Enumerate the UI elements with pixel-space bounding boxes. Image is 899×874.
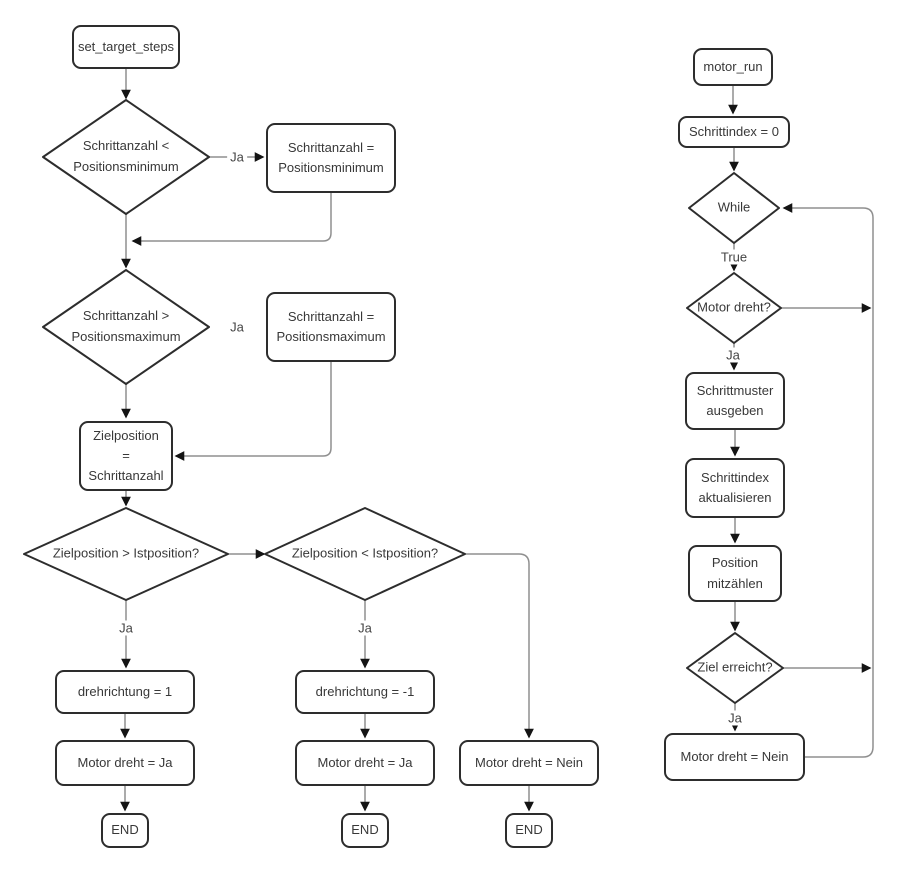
connector-process-min-merge [131,193,332,246]
decision-schrittanzahl-gt-maximum-shape [42,269,210,385]
connector-process-max-merge [174,362,332,461]
node-set-target-steps: set_target_steps [72,25,180,69]
process-schrittmuster-ausgeben: Schrittmuster ausgeben [685,372,785,430]
edge-label-ja-gt: Ja [116,620,136,636]
decision-motor-dreht-shape [686,272,782,344]
edge-label-ja-motor: Ja [723,347,743,363]
process-motor-dreht-ja-1: Motor dreht = Ja [55,740,195,786]
process-schrittindex-aktualisieren: Schrittindex aktualisieren [685,458,785,518]
process-zielposition-eq-schrittanzahl: Zielposition = Schrittanzahl [79,421,173,491]
edge-label-ja-ziel: Ja [725,710,745,726]
process-drehrichtung-minus-1: drehrichtung = -1 [295,670,435,714]
edge-label-ja-max: Ja [227,319,247,335]
decision-zielposition-gt-istposition-shape [23,507,229,601]
edge-label-ja-min: Ja [227,149,247,165]
process-position-mitzaehlen: Position mitzählen [688,545,782,602]
decision-zielposition-lt-istposition-shape [264,507,466,601]
decision-while-shape [688,172,780,244]
process-motor-dreht-nein: Motor dreht = Nein [459,740,599,786]
process-motor-dreht-ja-2: Motor dreht = Ja [295,740,435,786]
end-terminator-3: END [505,813,553,848]
decision-schrittanzahl-lt-minimum-shape [42,99,210,215]
process-schrittanzahl-eq-minimum: Schrittanzahl = Positionsminimum [266,123,396,193]
connector-loop-back-to-while [782,203,874,758]
end-terminator-2: END [341,813,389,848]
end-terminator-1: END [101,813,149,848]
node-motor-run: motor_run [693,48,773,86]
decision-ziel-erreicht-shape [686,632,784,704]
process-drehrichtung-1: drehrichtung = 1 [55,670,195,714]
edge-label-ja-lt: Ja [355,620,375,636]
connector-decision-lt-nein [463,553,534,739]
process-schrittindex-0: Schrittindex = 0 [678,116,790,148]
edge-label-true: True [717,249,751,265]
process-motor-dreht-nein-loop: Motor dreht = Nein [664,733,805,781]
process-schrittanzahl-eq-maximum: Schrittanzahl = Positionsmaximum [266,292,396,362]
